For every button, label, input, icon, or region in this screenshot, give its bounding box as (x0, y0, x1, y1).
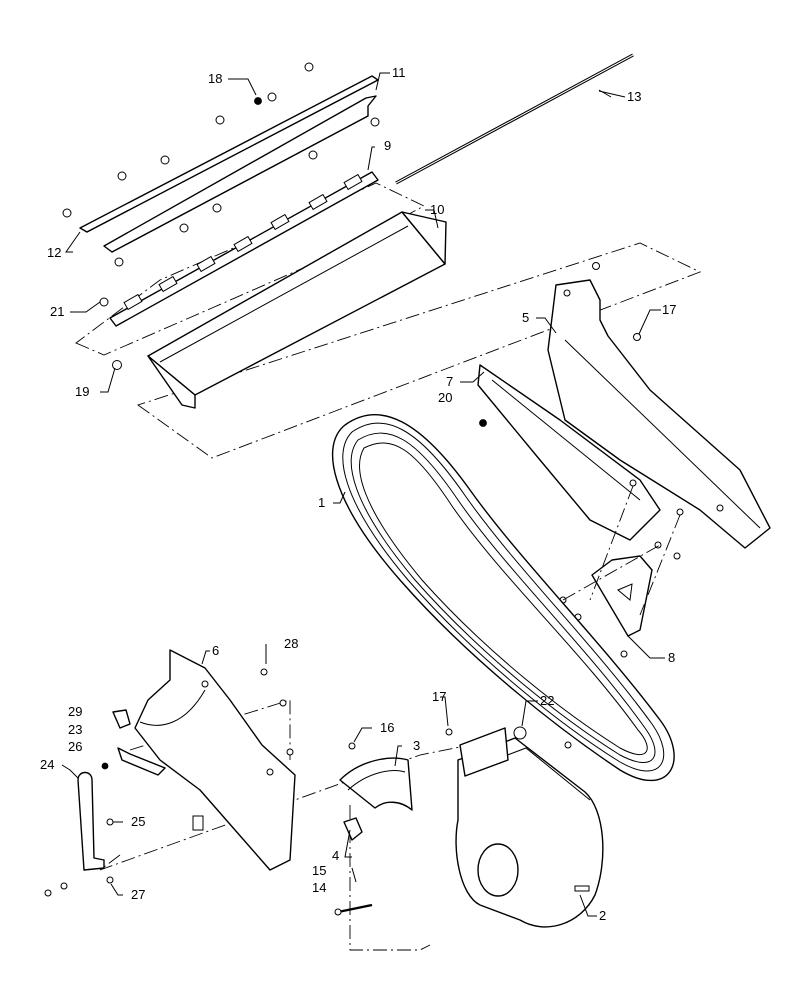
callout-23: 23 (68, 722, 82, 737)
callout-27: 27 (131, 887, 145, 902)
callout-14: 14 (312, 880, 326, 895)
callout-2: 2 (599, 908, 606, 923)
callout-3: 3 (413, 738, 420, 753)
plate-part-8 (591, 555, 653, 637)
trough-part-10 (147, 211, 447, 409)
callout-20: 20 (438, 390, 452, 405)
callout-12: 12 (47, 245, 61, 260)
bolt-shield-low (286, 748, 294, 756)
callout-leaders (61, 72, 665, 917)
bolt-part-28 (260, 668, 268, 676)
nut-part-19 (112, 360, 122, 370)
strap-part-24 (77, 771, 105, 871)
bolt-part-26 (101, 762, 109, 770)
callout-5: 5 (522, 310, 529, 325)
callout-9: 9 (384, 138, 391, 153)
clip-part-29 (112, 709, 131, 729)
callout-labels: 13 11 18 12 9 10 21 19 17 5 7 20 1 8 28 … (40, 65, 676, 923)
nut-part-27 (106, 876, 114, 884)
callout-15: 15 (312, 863, 326, 878)
assembly-outline-guard (349, 805, 431, 951)
bracket-part-5 (547, 279, 771, 549)
bar-part-11 (103, 95, 377, 253)
callout-25: 25 (131, 814, 145, 829)
nut-part-21 (99, 297, 109, 307)
bolt-part-16 (348, 742, 356, 750)
plate-leader-lines (562, 485, 681, 616)
strip-part-9 (109, 171, 379, 327)
pin-part-15 (351, 867, 357, 883)
bolt-shield-mid (279, 699, 287, 707)
callout-8: 8 (668, 650, 675, 665)
knob-part-22 (513, 726, 527, 740)
callout-1: 1 (318, 495, 325, 510)
callout-28: 28 (284, 636, 298, 651)
callout-26: 26 (68, 739, 82, 754)
rod-part-13 (395, 53, 634, 185)
shield-part-6 (134, 649, 296, 871)
channel-part-7 (477, 364, 661, 541)
bolt-strap-bottom (44, 889, 52, 897)
bolt-guard-right (564, 741, 572, 749)
cover-part-3 (339, 757, 413, 811)
bracket-part-23 (117, 747, 166, 776)
callout-18: 18 (208, 71, 222, 86)
assembly-outline-middle (137, 242, 702, 459)
bolt-part-25 (106, 818, 114, 826)
callout-24: 24 (40, 757, 54, 772)
callout-29: 29 (68, 704, 82, 719)
callout-6: 6 (212, 643, 219, 658)
callout-22: 22 (540, 693, 554, 708)
bar-hardware (62, 62, 380, 267)
belt-part-1 (332, 414, 675, 782)
callout-17-upper: 17 (662, 302, 676, 317)
callout-17-lower: 17 (432, 689, 446, 704)
bolt-part-17-upper (633, 333, 641, 341)
nut-part-20 (479, 419, 487, 427)
bolt-top-bracket (592, 262, 600, 270)
assembly-outline-top (75, 182, 425, 356)
callout-16: 16 (380, 720, 394, 735)
callout-13: 13 (627, 89, 641, 104)
callout-11: 11 (392, 65, 406, 80)
callout-19: 19 (75, 384, 89, 399)
callout-7: 7 (446, 374, 453, 389)
pin-part-14 (334, 903, 373, 916)
bolt-part-17-lower (445, 728, 453, 736)
nut-strap-bottom (60, 882, 68, 890)
bracket-part-4 (343, 817, 363, 841)
guard-part-2 (455, 727, 604, 928)
callout-10: 10 (430, 202, 444, 217)
callout-21: 21 (50, 304, 64, 319)
callout-4: 4 (332, 848, 339, 863)
bar-part-12 (79, 75, 379, 233)
